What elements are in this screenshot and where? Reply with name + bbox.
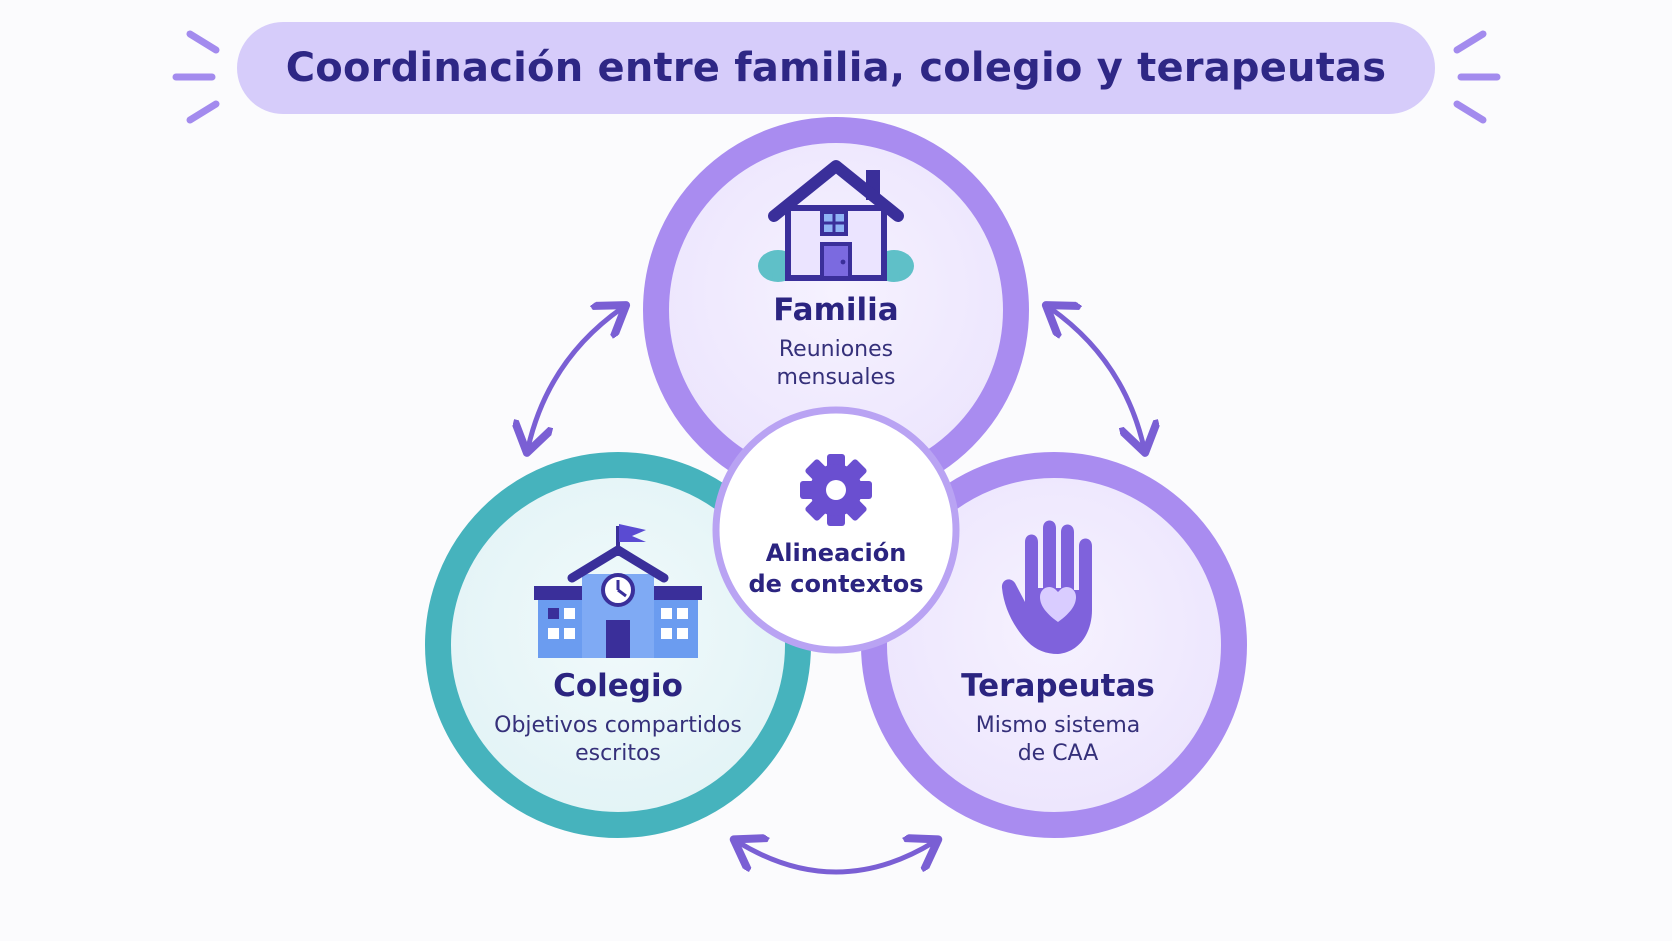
- node-terapeutas-subtitle-line: Mismo sistema: [975, 713, 1141, 738]
- center-circle: [712, 406, 960, 654]
- node-terapeutas-subtitle: Mismo sistema de CAA: [908, 712, 1208, 768]
- sparkle-rays-right-icon: [1453, 30, 1501, 124]
- center-label-line: Alineación: [765, 539, 907, 567]
- node-familia-subtitle: Reuniones mensuales: [686, 336, 986, 392]
- node-colegio-subtitle-line: escritos: [575, 741, 661, 766]
- node-terapeutas: Terapeutas Mismo sistema de CAA: [908, 668, 1208, 768]
- school-icon: [534, 524, 702, 658]
- sparkle-rays-left-icon: [172, 30, 220, 124]
- hand-heart-icon: [1001, 520, 1092, 654]
- house-icon: [758, 160, 914, 282]
- center-label-line: de contextos: [748, 570, 924, 598]
- page-title: Coordinación entre familia, colegio y te…: [285, 45, 1387, 91]
- node-familia-title: Familia: [773, 292, 899, 328]
- node-colegio-title: Colegio: [553, 668, 683, 704]
- arrow-colegio-terapeutas: [738, 842, 934, 875]
- gear-icon: [800, 454, 872, 526]
- arrow-familia-terapeutas: [1050, 308, 1144, 448]
- node-familia-subtitle-line: Reuniones: [778, 337, 894, 362]
- node-familia: Familia Reuniones mensuales: [686, 292, 986, 392]
- node-familia-subtitle-line: mensuales: [776, 365, 896, 390]
- node-terapeutas-title: Terapeutas: [961, 668, 1155, 704]
- center-label: Alineación de contextos: [720, 538, 952, 600]
- node-terapeutas-subtitle-line: de CAA: [1017, 741, 1099, 766]
- title-banner: Coordinación entre familia, colegio y te…: [237, 22, 1435, 114]
- node-colegio: Colegio Objetivos compartidos escritos: [468, 668, 768, 768]
- node-colegio-subtitle: Objetivos compartidos escritos: [468, 712, 768, 768]
- node-colegio-subtitle-line: Objetivos compartidos: [494, 713, 742, 738]
- arrow-familia-colegio: [528, 308, 622, 448]
